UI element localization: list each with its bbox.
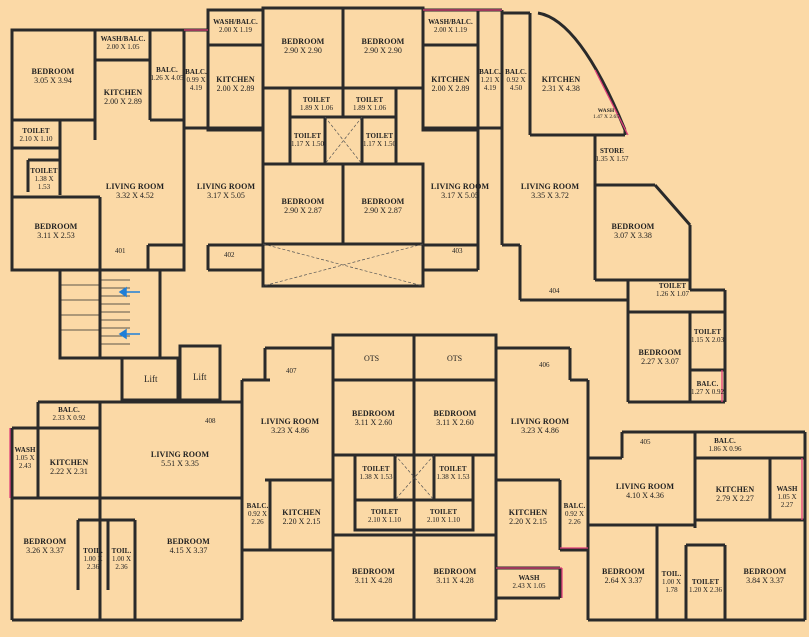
room-label: WASH/BALC.2.00 X 1.05 <box>100 35 146 52</box>
room-label: BALC.0.92 X 2.26 <box>563 502 586 527</box>
room-label: BALC.1.27 X 0.92 <box>690 380 725 397</box>
room-label: BALC.2.33 X 0.92 <box>52 406 86 423</box>
room-label: TOIL.1.00 X 1.78 <box>661 570 682 595</box>
flat-number-407: 407 <box>286 367 297 375</box>
room-label: BALC.1.86 X 0.96 <box>708 437 742 454</box>
room-label: TOIL.1.00 X 2.36 <box>111 547 132 572</box>
room-label: BALC.0.99 X 4.19 <box>185 68 207 93</box>
flat-number-406: 406 <box>539 361 550 369</box>
lift-label: Lift <box>144 374 158 384</box>
ots-label: OTS <box>447 354 463 363</box>
lift-2 <box>178 344 222 402</box>
flat-number-403: 403 <box>452 247 463 255</box>
room-label: BALC.0.92 X 4.50 <box>505 68 527 93</box>
staircase <box>58 268 162 360</box>
lift-1 <box>120 356 180 402</box>
flat-number-401: 401 <box>115 247 126 255</box>
room-label: BALC.0.92 X 2.26 <box>246 502 269 527</box>
flat-number-402: 402 <box>224 251 235 259</box>
flat-number-405: 405 <box>640 438 651 446</box>
lift-label: Lift <box>193 372 207 382</box>
ots-label: OTS <box>364 354 380 363</box>
flat-number-404: 404 <box>549 287 560 295</box>
room-label: TOIL.1.00 X 2.36 <box>83 547 103 572</box>
center-bottom-toilets <box>353 453 475 532</box>
room-label: WASH/BALC.2.00 X 1.19 <box>213 18 258 35</box>
room-label: BALC.1.21 X 4.19 <box>479 68 501 93</box>
room-label: BALC.1.26 X 4.05 <box>150 66 184 83</box>
flat-number-408: 408 <box>205 417 216 425</box>
room-label: WASH/BALC.2.00 X 1.19 <box>428 18 473 35</box>
